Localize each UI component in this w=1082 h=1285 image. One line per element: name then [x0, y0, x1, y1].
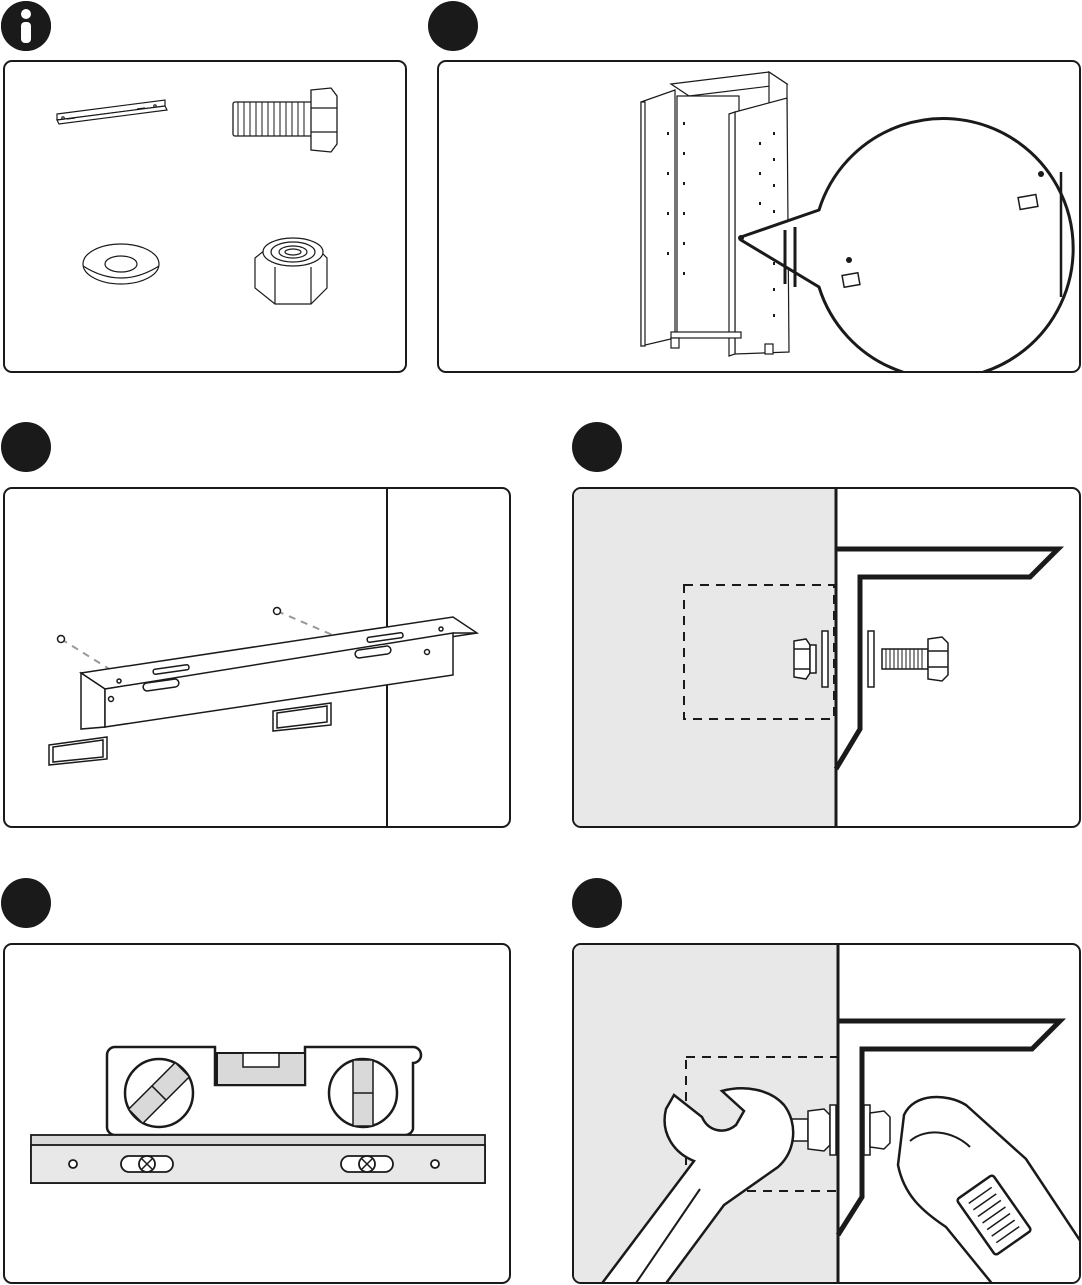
- cabinet-illustration: [439, 62, 1081, 373]
- nylon-lock-nut-part: [255, 238, 327, 304]
- level-panel: [3, 943, 511, 1284]
- step-badge-1: [428, 1, 478, 51]
- cabinet-panel: [437, 60, 1081, 373]
- bolt-assembly-illustration: [574, 489, 1081, 828]
- tightening-panel: [572, 943, 1081, 1284]
- cabinet-body: [641, 72, 789, 356]
- bolt-washer-right: [868, 631, 948, 687]
- tightening-illustration: [574, 945, 1081, 1284]
- adjustable-wrench-icon: [898, 1097, 1081, 1284]
- bolt-assembly-panel: [572, 487, 1081, 828]
- hex-bolt-part: [233, 88, 337, 152]
- wall-section: [574, 945, 838, 1284]
- level-illustration: [5, 945, 511, 1284]
- spirit-level-icon: [107, 1047, 421, 1135]
- flat-washer-part: [83, 244, 159, 284]
- wall-hole-right: [274, 608, 281, 615]
- step-badge-5: [572, 878, 622, 928]
- bracket-front: [31, 1135, 485, 1183]
- step-badge-3: [572, 422, 622, 472]
- info-badge: [1, 1, 51, 51]
- parts-panel: [3, 60, 407, 373]
- wall-hole-left: [58, 636, 65, 643]
- bracket-alignment-illustration: [5, 489, 511, 828]
- parts-illustration: [5, 62, 407, 373]
- info-icon: [1, 1, 51, 51]
- mounting-bracket-part: [57, 100, 167, 124]
- step-badge-2: [1, 422, 51, 472]
- bracket-alignment-panel: [3, 487, 511, 828]
- step-badge-4: [1, 878, 51, 928]
